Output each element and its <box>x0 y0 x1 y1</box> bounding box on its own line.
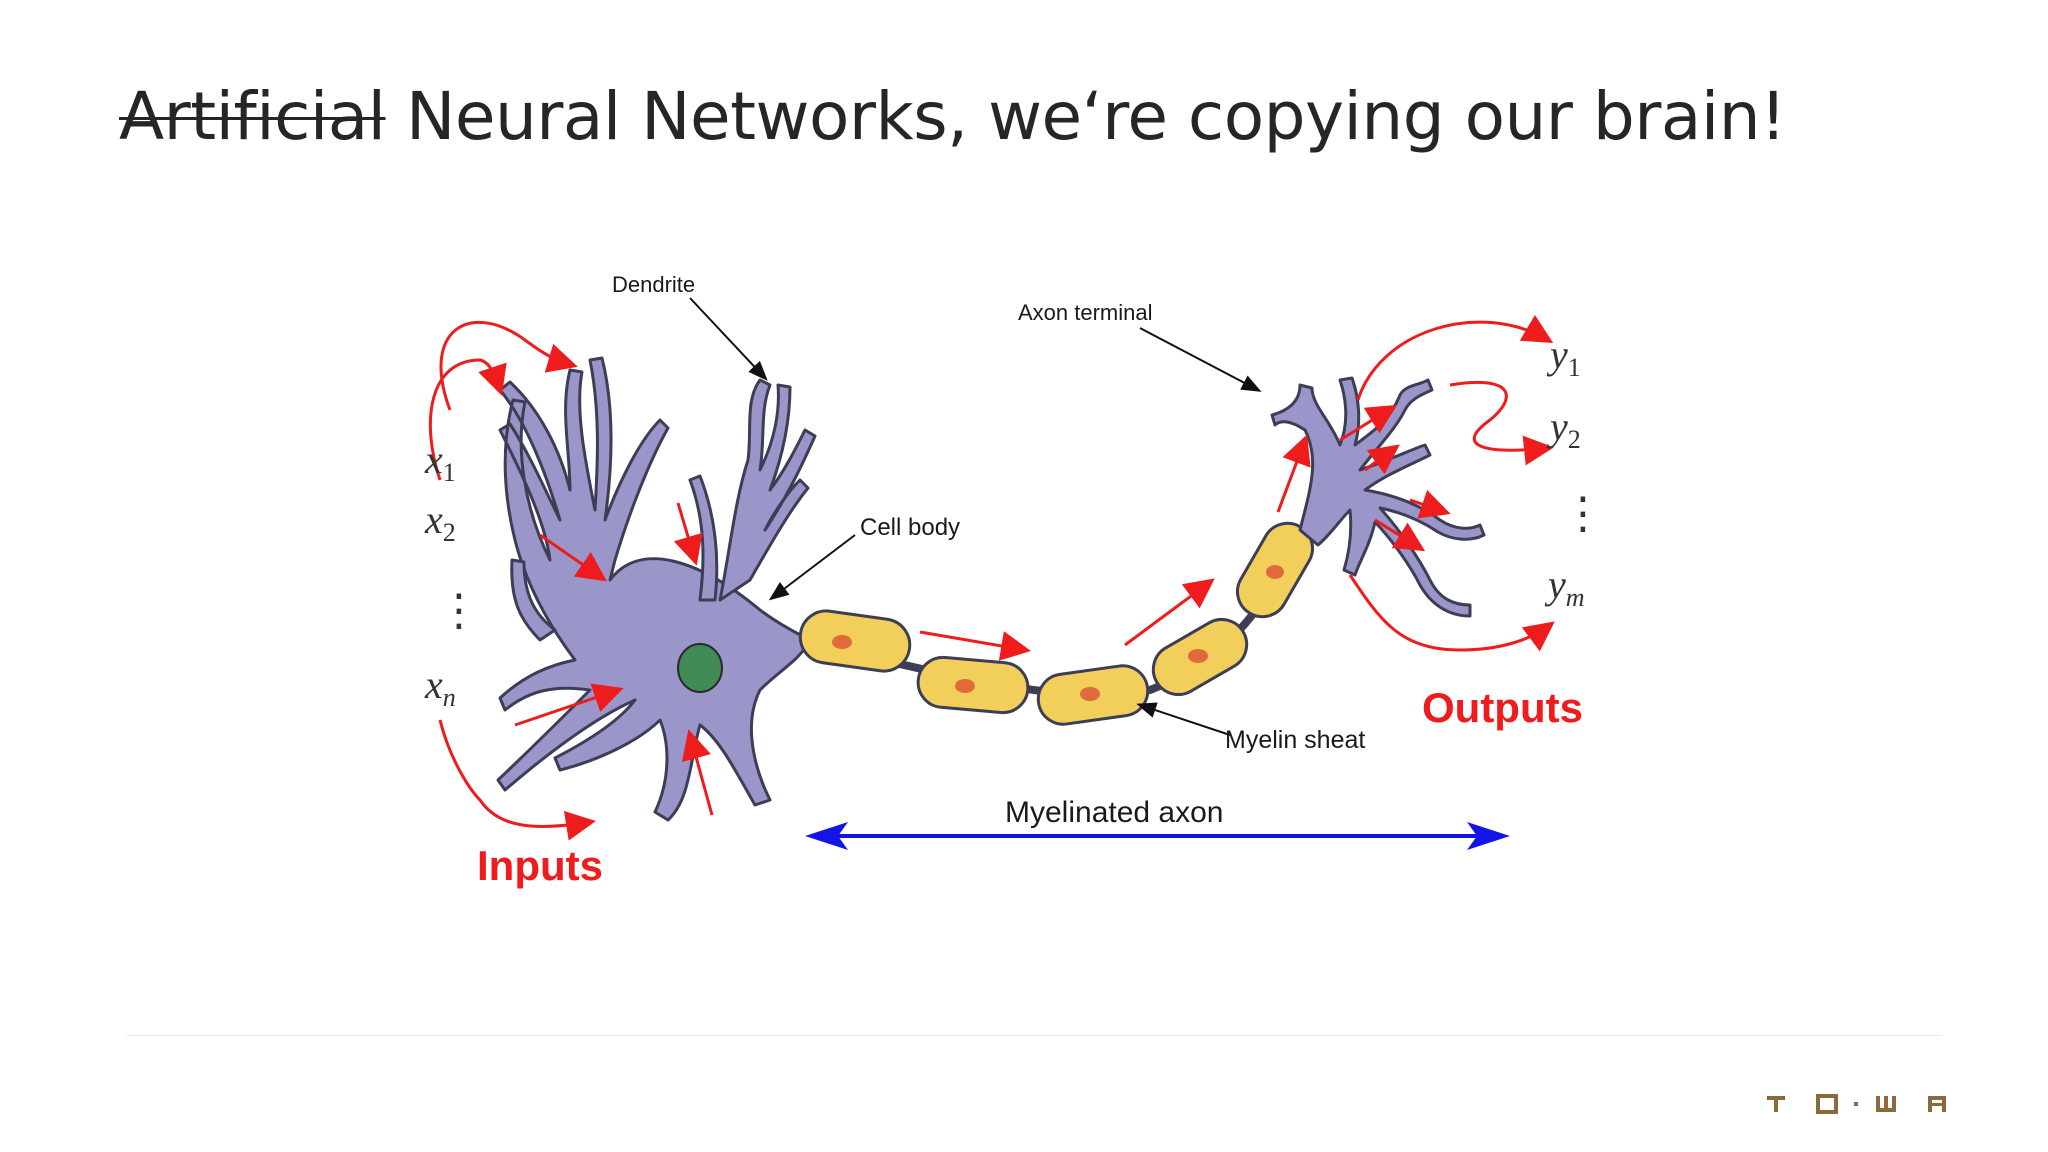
output-arrow <box>1348 574 1555 652</box>
nucleus <box>677 643 723 693</box>
title-struck-word: Artificial <box>119 78 386 155</box>
towa-logo <box>1767 1094 1946 1114</box>
input-arrow <box>439 321 578 411</box>
input-ellipsis: ⋮ <box>437 585 481 636</box>
inputs-label: Inputs <box>477 842 603 889</box>
axon-terminal-label: Axon terminal <box>1018 300 1153 325</box>
input-signal-arrows <box>428 321 714 841</box>
output-ellipsis: ⋮ <box>1561 488 1605 539</box>
input-arrow <box>681 729 714 816</box>
slide-title: Artificial Neural Networks, we‘re copyin… <box>119 78 1786 155</box>
myelin-sheath-label: Myelin sheat <box>1225 726 1365 754</box>
outputs-label: Outputs <box>1422 684 1583 731</box>
output-arrow <box>1409 490 1451 519</box>
output-arrow <box>1374 518 1426 552</box>
input-arrow <box>438 719 596 841</box>
output-signal-arrows <box>1339 314 1555 652</box>
myelinated-axon-label: Myelinated axon <box>1005 796 1223 829</box>
myelin-segment <box>1151 618 1249 696</box>
input-arrow <box>514 683 624 727</box>
input-arrow <box>428 358 507 481</box>
cell-body-neuron <box>496 356 817 822</box>
myelin-segment <box>916 655 1030 715</box>
input-arrow <box>539 533 607 582</box>
title-rest: Neural Networks, we‘re copying our brain… <box>385 78 1787 155</box>
label-pointers <box>689 297 1262 736</box>
dendrite-pointer <box>689 297 768 381</box>
output-arrow <box>1449 380 1554 466</box>
axon-terminal-branches <box>1270 376 1486 618</box>
dendrite-label: Dendrite <box>612 272 695 297</box>
myelinated-axon-arrow <box>805 822 1510 850</box>
input-xn: xn <box>424 662 456 712</box>
myelin-sheath <box>798 521 1314 726</box>
output-arrow <box>1339 404 1398 442</box>
output-y2: y2 <box>1546 404 1581 454</box>
output-arrow <box>1364 444 1400 475</box>
axon-arrow <box>1276 434 1311 513</box>
axon-arrow <box>919 630 1031 661</box>
axon-terminal-pointer <box>1139 327 1262 392</box>
footer-divider <box>126 1035 1942 1036</box>
output-arrow <box>1356 314 1554 401</box>
myelin-segment <box>1036 664 1150 726</box>
cell-body-label: Cell body <box>860 514 960 541</box>
output-y1: y1 <box>1546 332 1581 382</box>
myelin-segment <box>798 609 912 673</box>
axon-signal-arrows <box>919 434 1311 661</box>
input-x2: x2 <box>424 497 456 547</box>
output-ym: ym <box>1544 562 1585 612</box>
myelin-sheath-pointer <box>1136 702 1231 736</box>
input-x1: x1 <box>424 437 456 487</box>
axon-arrow <box>1124 578 1215 647</box>
input-arrow <box>673 502 703 566</box>
cell-body-pointer <box>768 534 856 601</box>
